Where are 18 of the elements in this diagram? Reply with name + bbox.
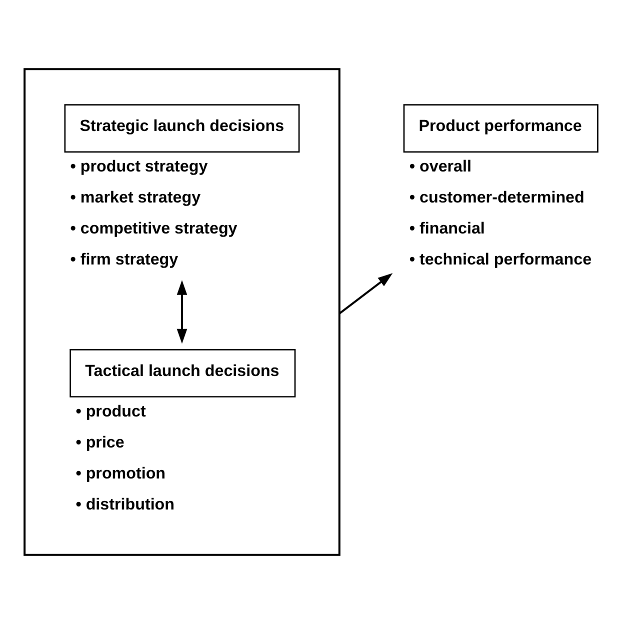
node-label: • financial (409, 219, 485, 238)
node-label: • technical performance (409, 250, 592, 268)
node-label: • price (76, 433, 124, 452)
node-label: • competitive strategy (70, 219, 238, 238)
cluster (24, 68, 340, 556)
node-label: • customer-determined (409, 188, 584, 206)
arrow (338, 273, 393, 314)
node-label: • product strategy (70, 158, 208, 176)
node-label: • overall (409, 158, 472, 176)
node-box: Product performance (403, 104, 598, 153)
node-label: • market strategy (70, 188, 201, 206)
node-label: • promotion (76, 464, 166, 482)
node-label: • product (76, 402, 146, 420)
node-box: Tactical launch decisions (70, 349, 296, 398)
node-box: Strategic launch decisions (64, 104, 300, 153)
arrow (176, 280, 188, 344)
node-label: • firm strategy (70, 250, 178, 268)
node-label: • distribution (76, 495, 175, 514)
